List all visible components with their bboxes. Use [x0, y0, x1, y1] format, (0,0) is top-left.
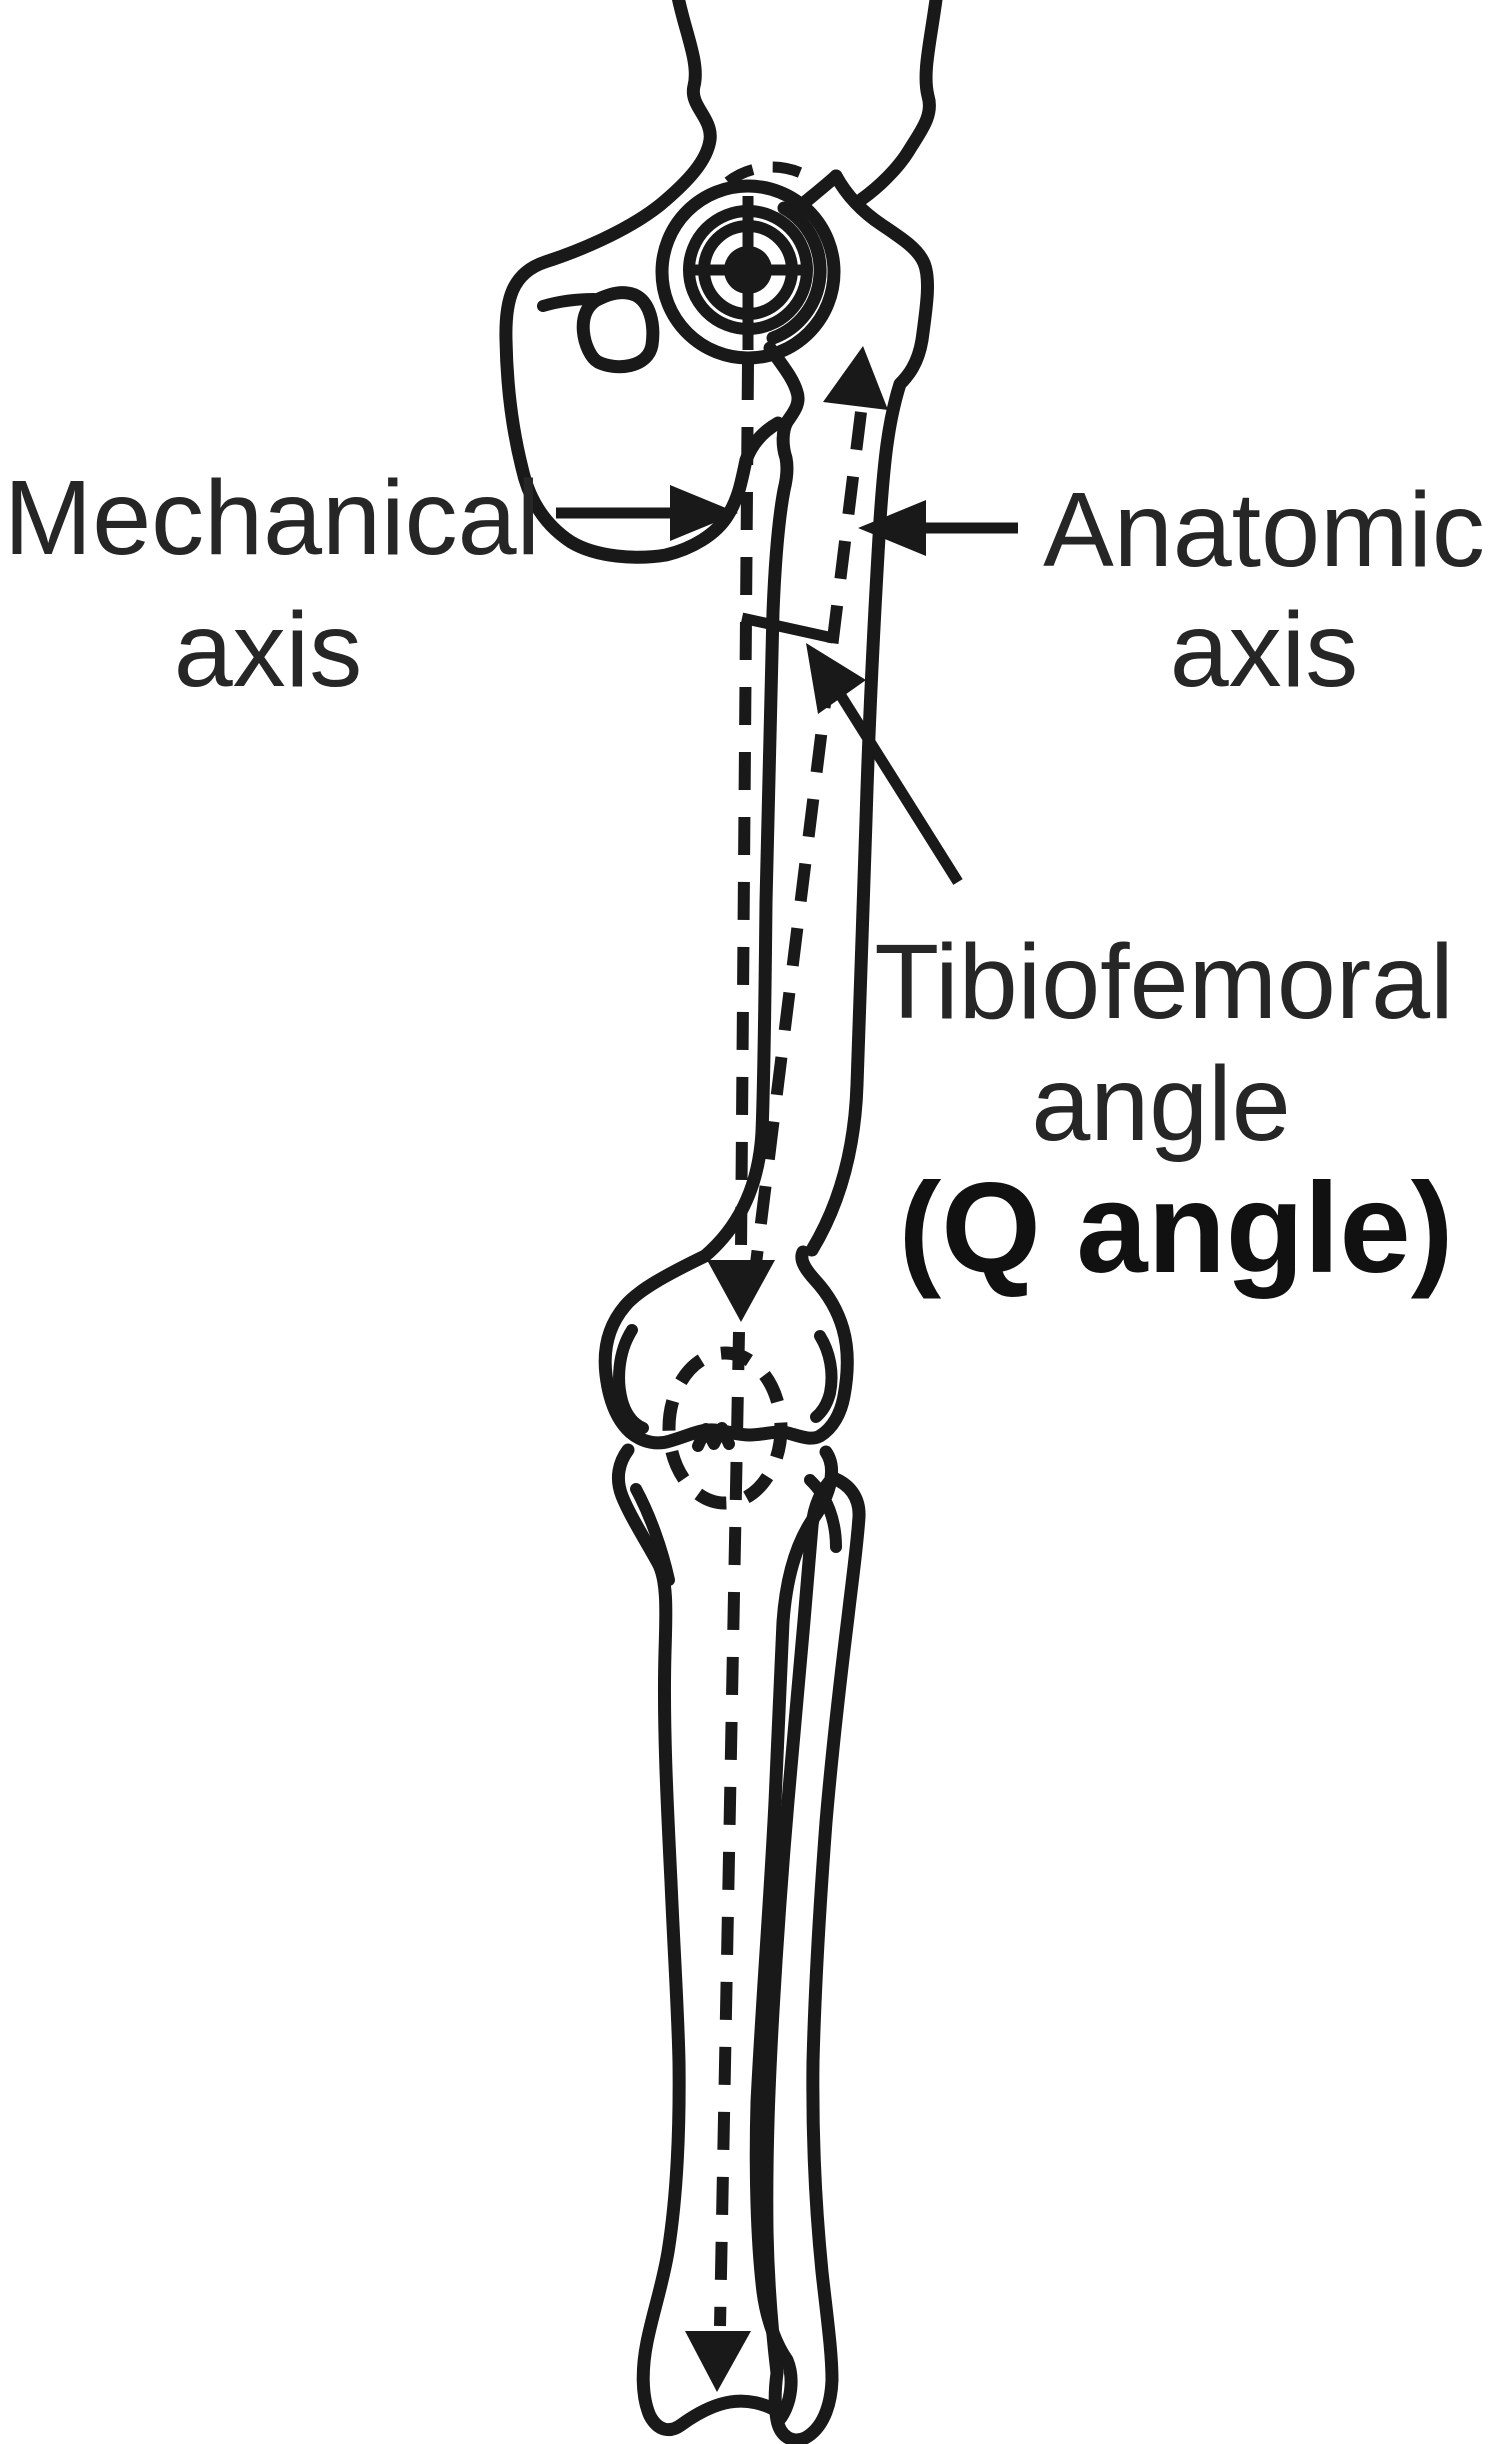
- mechanical-axis-pointer-arrowhead: [670, 485, 738, 541]
- angle-indicator-segment: [740, 612, 835, 644]
- tibiofemoral-label-line1: Tibiofemoral: [874, 923, 1453, 1041]
- mechanical-axis-ankle-arrowhead: [685, 2331, 751, 2392]
- anatomic-axis-segment: [744, 411, 867, 1313]
- anatomic-axis-label-line2: axis: [1170, 591, 1359, 709]
- q-angle-label: (Q angle): [899, 1157, 1454, 1300]
- tibiofemoral-label-line2: angle: [1031, 1045, 1290, 1163]
- mechanical-axis-tibia-segment: [714, 1331, 745, 2327]
- anatomic-axis-label-line1: Anatomic: [1043, 471, 1485, 589]
- fibula-head-inner-line: [804, 1474, 842, 1553]
- label-anatomic-axis: Anatomic axis: [858, 471, 1485, 709]
- tibia-inner-line: [630, 1483, 675, 1586]
- femoral-head-circle: [655, 179, 841, 365]
- label-tibiofemoral-angle: Tibiofemoral angle (Q angle): [740, 612, 1454, 1300]
- mechanical-axis-femur-segment: [735, 361, 754, 1253]
- label-mechanical-axis: Mechanical axis: [4, 459, 738, 709]
- acetabulum-dashed-arc: [724, 161, 804, 187]
- fibula-outline: [760, 1471, 866, 2444]
- mechanical-axis-knee-arrowhead: [707, 1260, 775, 1322]
- tibial-spines: [692, 1422, 735, 1452]
- mechanical-axis-label-line2: axis: [174, 591, 363, 709]
- knee-center-dashed-ellipse: [662, 1346, 788, 1510]
- anatomic-axis-up-arrowhead: [823, 346, 888, 410]
- mechanical-axis-label-line1: Mechanical: [4, 459, 540, 577]
- hip-center-bullseye: [683, 196, 813, 350]
- tibia-outline: [611, 1422, 839, 2437]
- lateral-condyle-inner-arc: [810, 1330, 838, 1423]
- anatomic-axis-line: [744, 346, 888, 1313]
- tibiofemoral-leader-shaft: [833, 688, 963, 885]
- pelvis-outline: [499, 0, 943, 564]
- anatomic-axis-pointer-arrowhead: [858, 500, 926, 556]
- tibiofemoral-leader-arrowhead: [806, 643, 866, 714]
- medial-condyle-inner-arc: [613, 1324, 649, 1434]
- femur-outline: [598, 169, 934, 1450]
